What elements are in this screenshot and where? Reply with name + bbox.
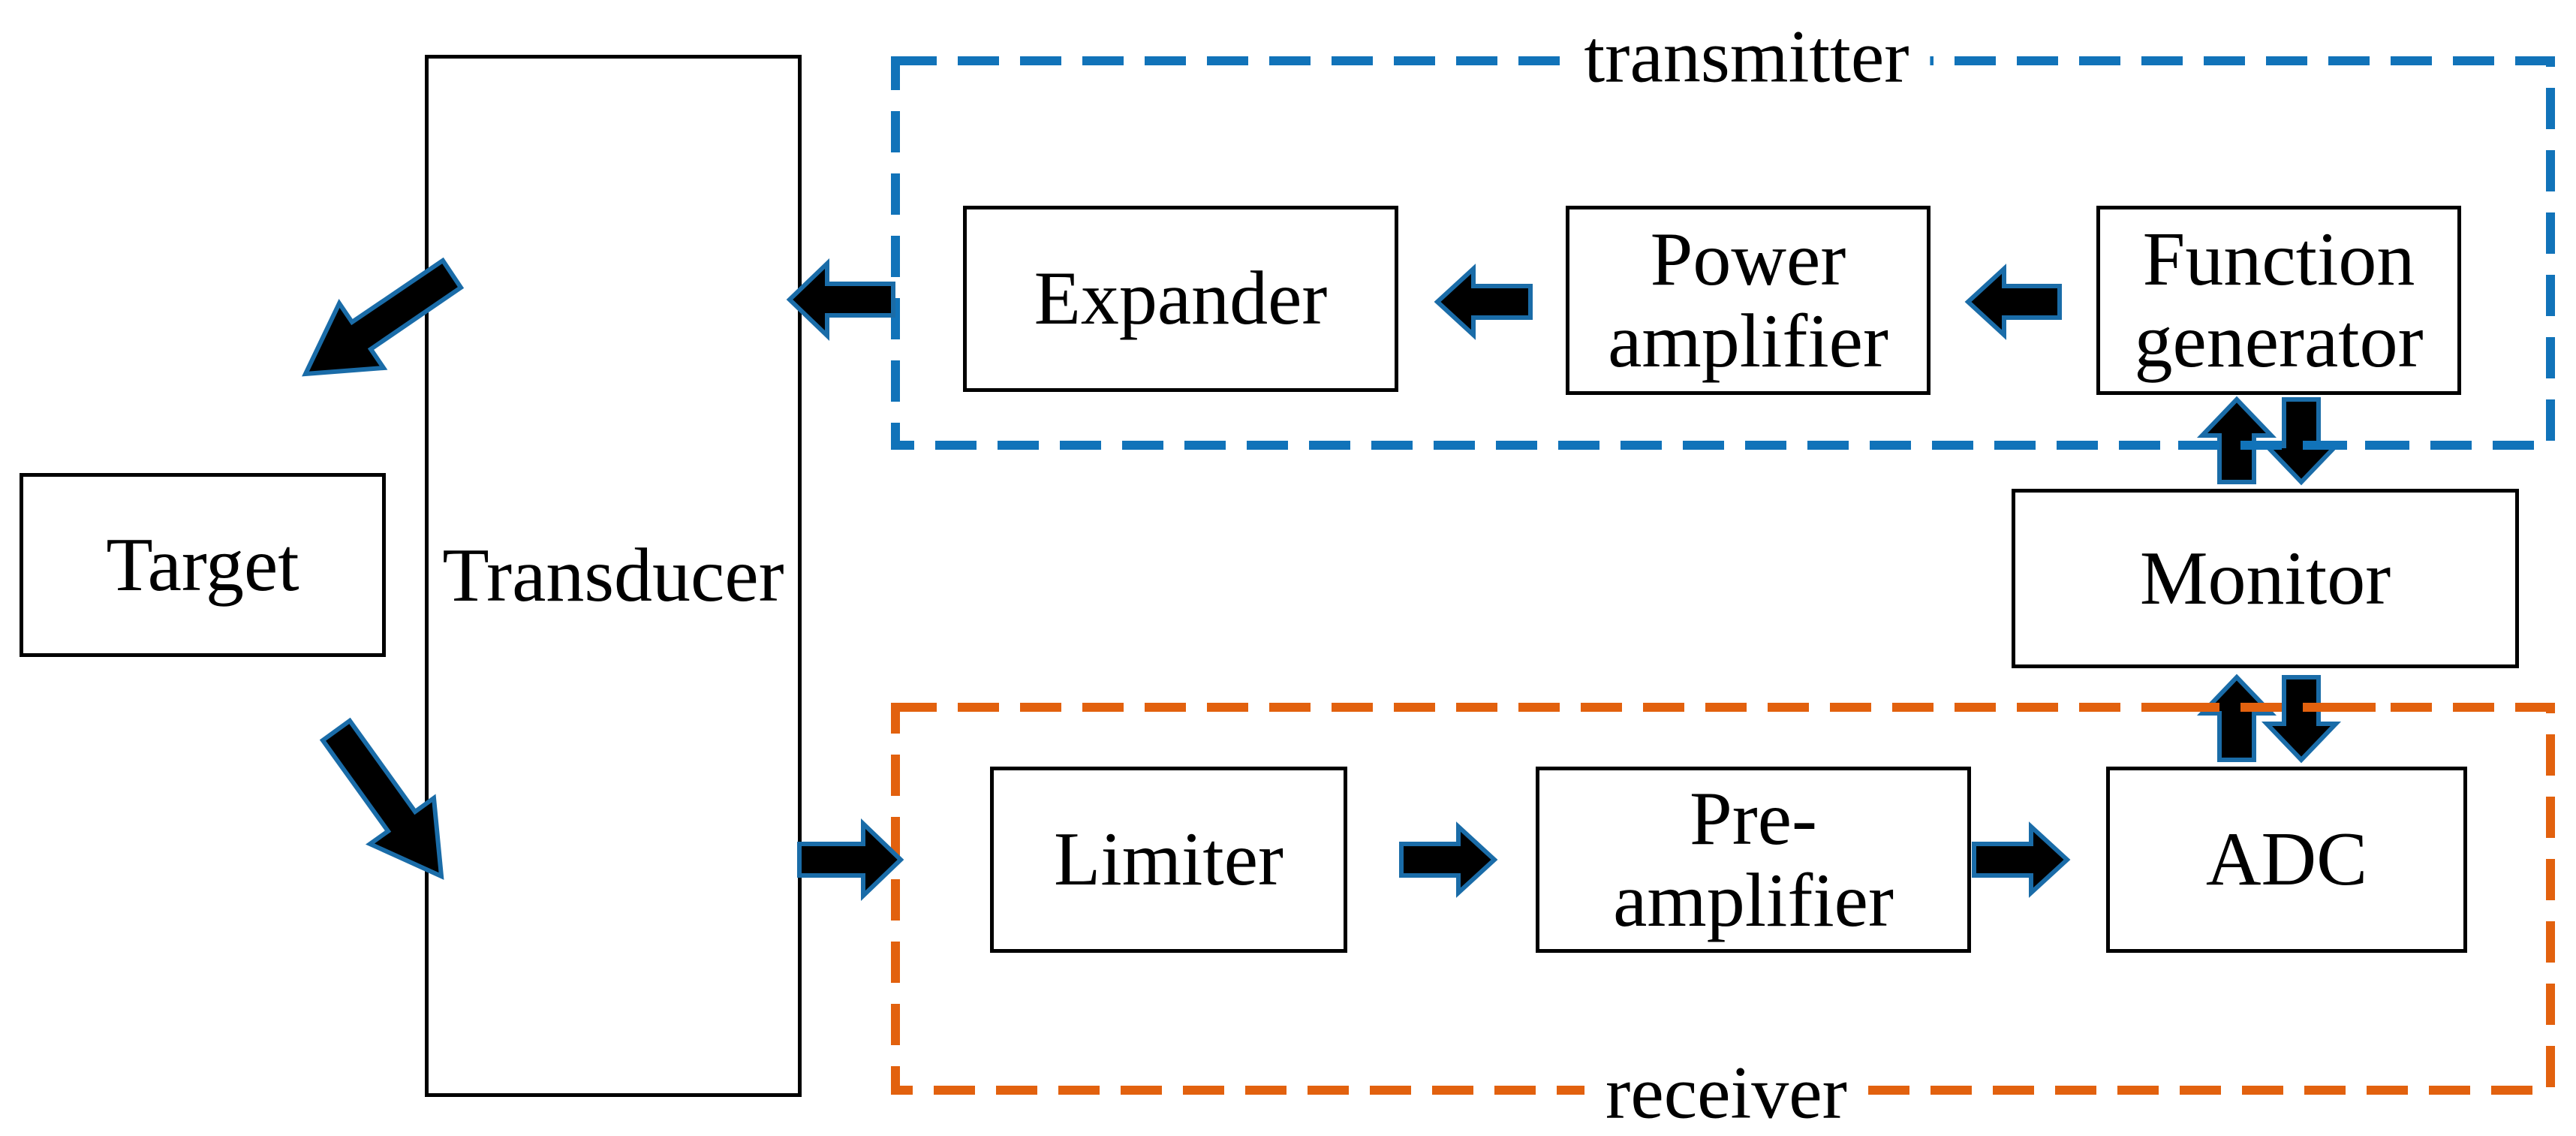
box-pre-amplifier-label: Pre-amplifier bbox=[1613, 776, 1894, 943]
box-monitor-label: Monitor bbox=[2139, 535, 2391, 621]
arrow-monitor-to-adc bbox=[2261, 675, 2342, 764]
arrow-adc-to-monitor bbox=[2196, 673, 2277, 762]
arrow-function-generator-to-power-amplifier bbox=[1964, 264, 2062, 340]
arrow-pre-amplifier-to-adc bbox=[1972, 821, 2071, 898]
box-limiter-label: Limiter bbox=[1054, 817, 1283, 902]
transmitter-group-label: transmitter bbox=[1563, 13, 1930, 100]
box-pre-amplifier: Pre-amplifier bbox=[1536, 767, 1971, 953]
box-expander-label: Expander bbox=[1034, 256, 1328, 342]
box-function-generator-label: Function generator bbox=[2134, 216, 2424, 384]
arrow-target-to-transducer bbox=[319, 717, 444, 880]
box-target-label: Target bbox=[106, 522, 299, 607]
box-adc: ADC bbox=[2106, 767, 2467, 953]
arrow-expander-to-transducer bbox=[786, 258, 895, 342]
box-target: Target bbox=[20, 473, 386, 657]
box-transducer: Transducer bbox=[425, 55, 802, 1097]
arrow-transducer-to-limiter bbox=[797, 818, 904, 902]
receiver-group-label: receiver bbox=[1584, 1049, 1868, 1136]
box-monitor: Monitor bbox=[2012, 489, 2519, 668]
box-adc-label: ADC bbox=[2205, 817, 2368, 902]
box-power-amplifier: Power amplifier bbox=[1566, 206, 1930, 395]
arrow-limiter-to-pre-amplifier bbox=[1399, 821, 1498, 898]
box-limiter: Limiter bbox=[990, 767, 1347, 953]
box-expander: Expander bbox=[963, 206, 1398, 392]
box-transducer-label: Transducer bbox=[442, 533, 784, 619]
box-power-amplifier-label: Power amplifier bbox=[1608, 216, 1888, 384]
arrow-function-generator-to-monitor bbox=[2261, 397, 2342, 486]
arrow-monitor-to-function-generator bbox=[2196, 396, 2277, 484]
box-function-generator: Function generator bbox=[2096, 206, 2461, 395]
arrow-power-amplifier-to-expander bbox=[1434, 264, 1533, 340]
